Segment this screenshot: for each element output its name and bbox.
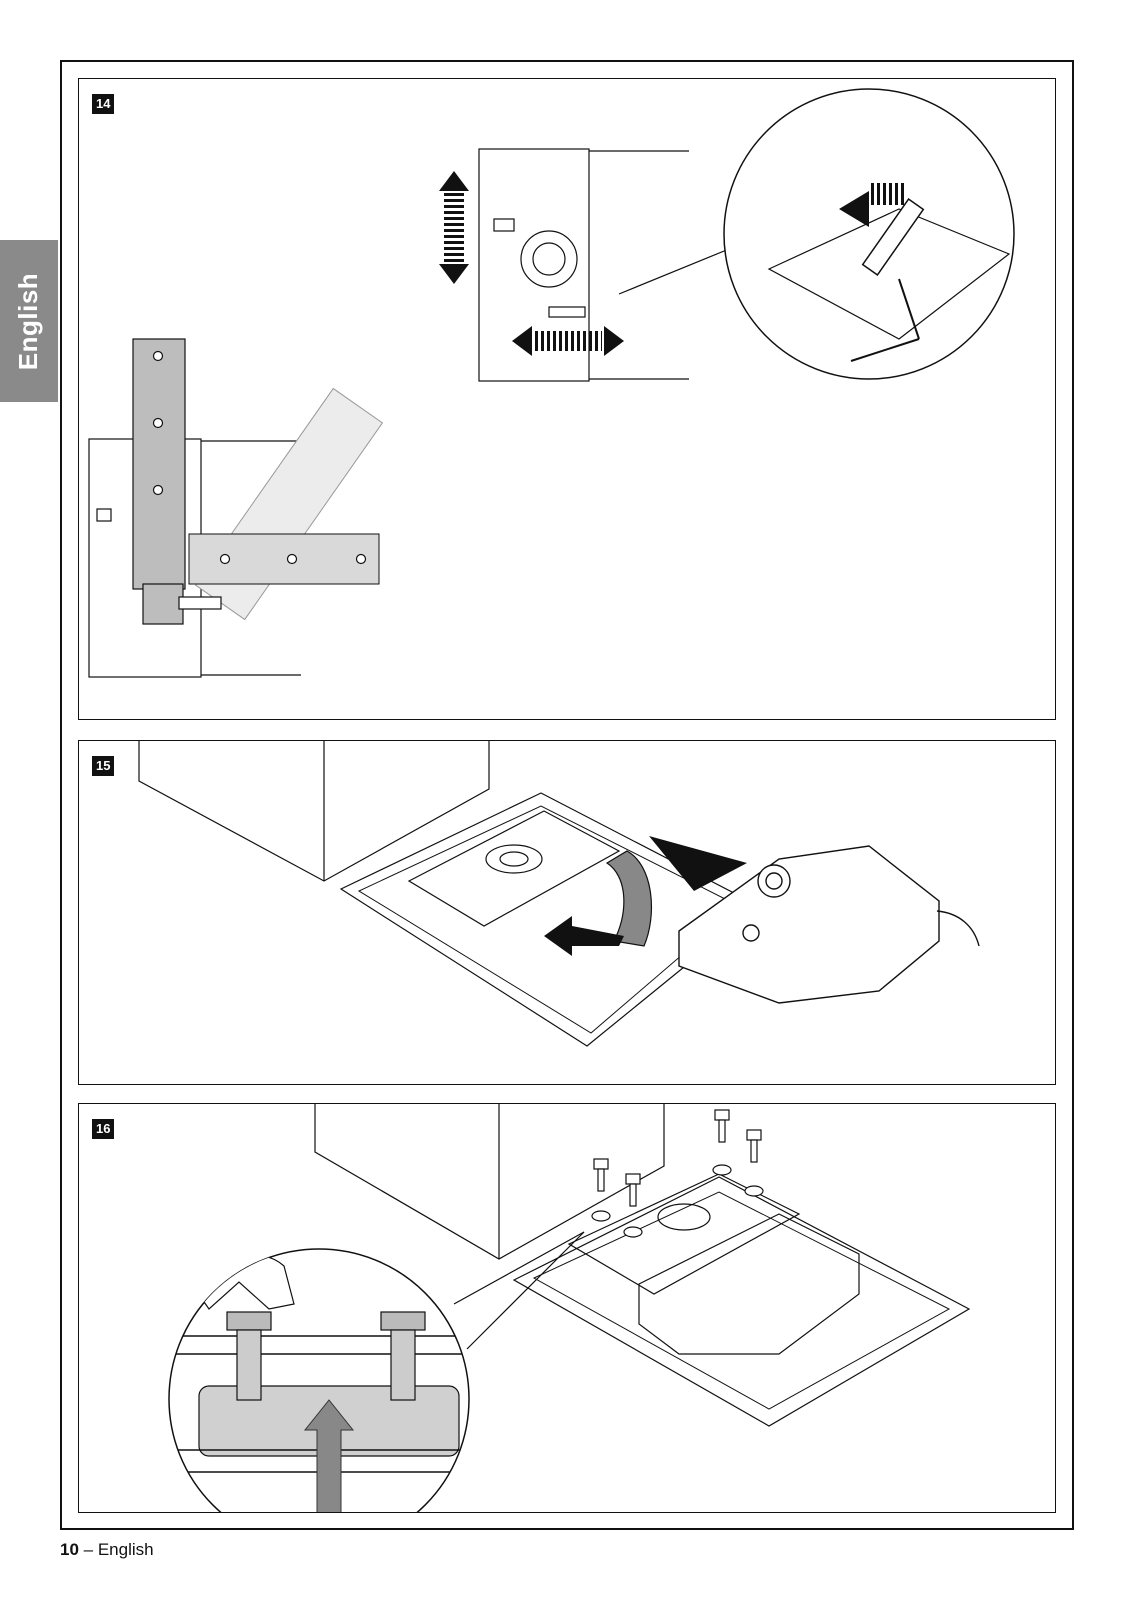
- page-number: 10: [60, 1540, 79, 1559]
- language-tab: English: [0, 240, 58, 402]
- figure-15-number: 15: [92, 756, 114, 776]
- arm-vertical-position: [133, 339, 185, 589]
- figure-14-panel: 14: [78, 78, 1056, 720]
- wrench-detail-circle: [724, 89, 1014, 379]
- language-tab-label: English: [14, 272, 45, 369]
- figure-15-panel: 15: [78, 740, 1056, 1085]
- arm-horizontal-position: [189, 534, 379, 584]
- figure-16-panel: 16: [78, 1103, 1056, 1513]
- page-footer: 10 – English: [60, 1540, 154, 1560]
- figure-16-illustration: [79, 1104, 1056, 1513]
- figure-14-illustration: [79, 79, 1056, 720]
- horizontal-adjust-arrow: [512, 326, 624, 356]
- foundation-box: [514, 1177, 969, 1426]
- footer-language: English: [98, 1540, 154, 1559]
- tightening-detail-circle: [169, 1249, 469, 1513]
- arm-ghost-position: [196, 388, 383, 619]
- footer-separator: –: [79, 1540, 98, 1559]
- vertical-adjust-arrow: [439, 171, 469, 284]
- figure-15-illustration: [79, 741, 1056, 1085]
- figure-16-number: 16: [92, 1119, 114, 1139]
- figure-14-number: 14: [92, 94, 114, 114]
